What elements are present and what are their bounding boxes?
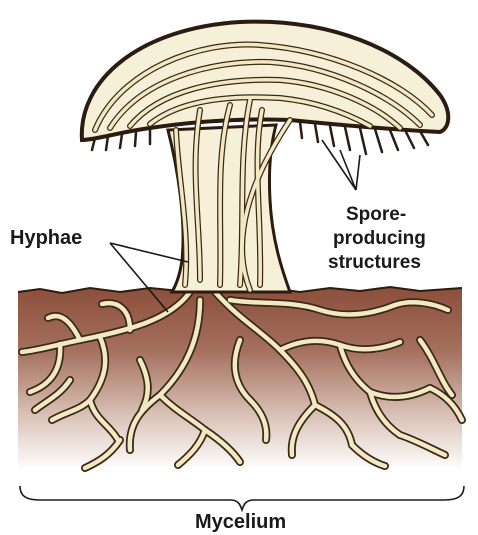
hyphae-label: Hyphae [10, 227, 82, 249]
spore-label-line1: Spore- [346, 204, 406, 225]
mycelium-bracket [20, 486, 464, 510]
spore-leader-1 [322, 140, 356, 190]
hyphae-leader-1 [110, 243, 188, 262]
spore-label-line2: producing [333, 228, 426, 249]
spore-label-line3: structures [328, 252, 421, 273]
mycelium-label: Mycelium [195, 511, 286, 533]
spore-leader-3 [356, 155, 360, 190]
